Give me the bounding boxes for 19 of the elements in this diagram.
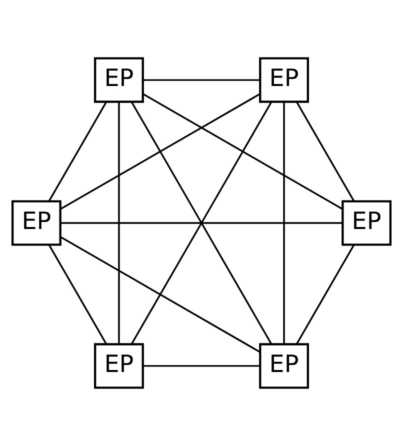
node-box: EP (342, 200, 392, 246)
node-box: EP (94, 342, 144, 388)
connector (130, 101, 272, 344)
connector (143, 78, 260, 80)
connector (60, 92, 260, 210)
node-box: EP (94, 56, 144, 102)
connector (48, 100, 108, 201)
connector (142, 92, 343, 210)
connector (60, 236, 261, 352)
connector (118, 102, 120, 344)
connector (143, 364, 260, 366)
node-box: EP (259, 56, 309, 102)
node-box: EP (11, 200, 62, 246)
connector (296, 100, 355, 201)
connector (296, 244, 355, 344)
connector (48, 244, 108, 344)
node-box: EP (259, 342, 309, 388)
connector (283, 102, 285, 344)
connector (60, 222, 342, 224)
